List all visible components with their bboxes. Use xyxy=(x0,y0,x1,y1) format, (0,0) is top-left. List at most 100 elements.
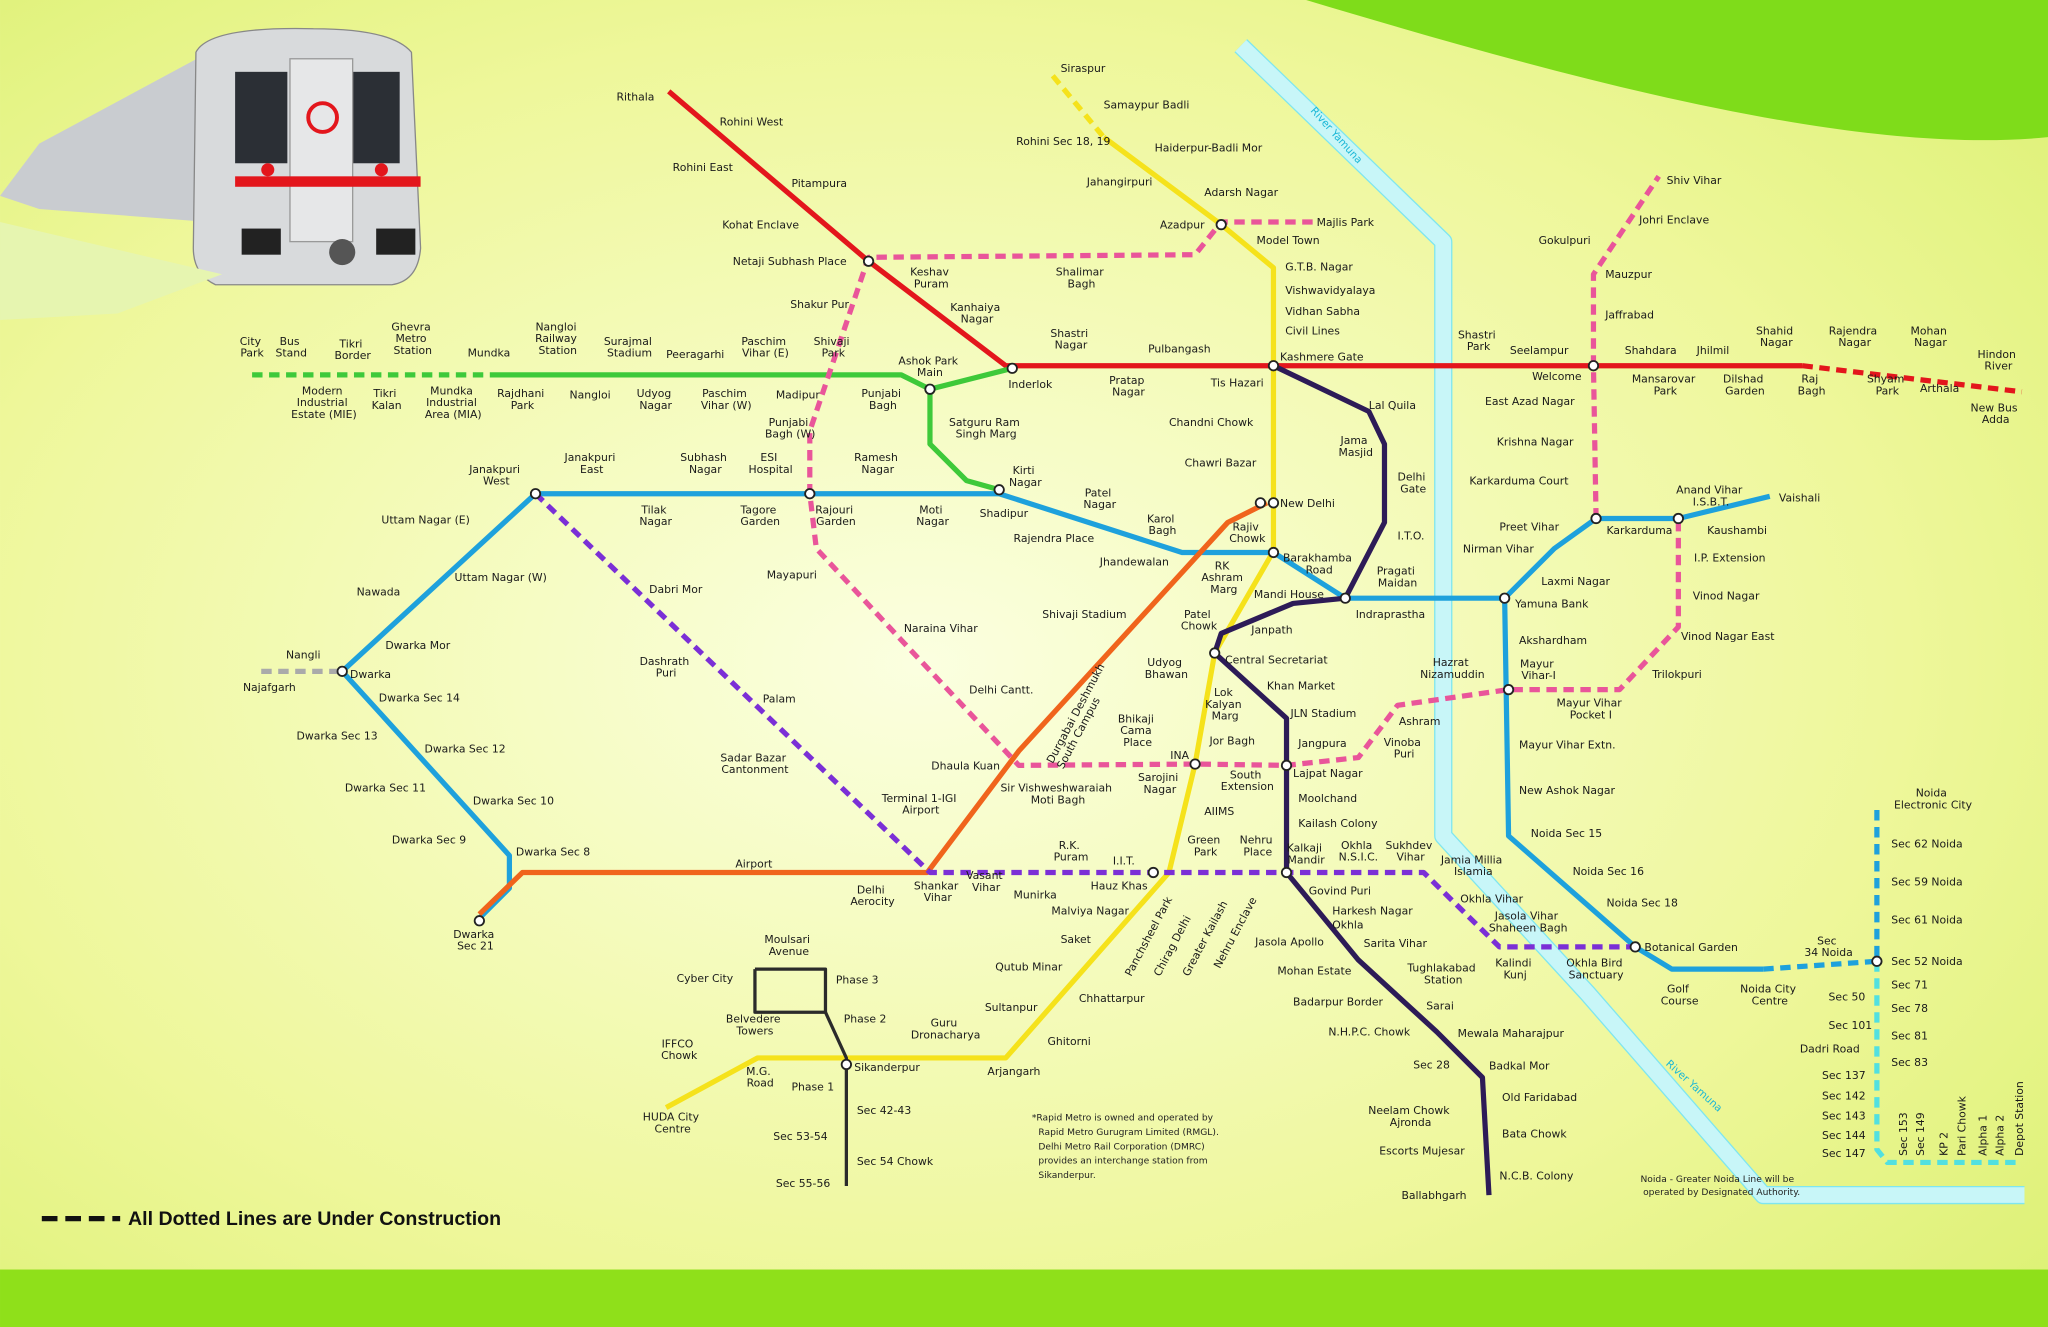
station-label[interactable]: Okhla Bird Sanctuary xyxy=(1566,957,1626,982)
station-label[interactable]: Dwarka Sec 9 xyxy=(392,834,466,847)
station-label[interactable]: Lok Kalyan Marg xyxy=(1205,686,1245,723)
interchange-station-marker[interactable] xyxy=(1147,866,1159,879)
station-label[interactable]: Sec 153 xyxy=(1897,1112,1910,1156)
station-label[interactable]: Arthala xyxy=(1920,382,1959,395)
station-label[interactable]: Lajpat Nagar xyxy=(1293,767,1363,780)
station-label[interactable]: Dashrath Puri xyxy=(640,655,693,680)
station-label[interactable]: Model Town xyxy=(1256,234,1319,247)
station-label[interactable]: Shastri Nagar xyxy=(1050,327,1091,352)
station-label[interactable]: R.K. Puram xyxy=(1054,839,1089,864)
station-label[interactable]: Sec 137 xyxy=(1822,1069,1866,1082)
interchange-station-marker[interactable] xyxy=(804,488,816,500)
station-label[interactable]: Sarai xyxy=(1426,1000,1454,1013)
station-label[interactable]: Paschim Vihar (W) xyxy=(701,387,752,412)
station-label[interactable]: Delhi Cantt. xyxy=(969,684,1033,697)
interchange-station-marker[interactable] xyxy=(1267,546,1280,559)
station-label[interactable]: Samaypur Badli xyxy=(1104,98,1190,111)
station-label[interactable]: JLN Stadium xyxy=(1289,707,1356,720)
station-label[interactable]: Haiderpur-Badli Mor xyxy=(1155,142,1263,155)
station-label[interactable]: Mayur Vihar Extn. xyxy=(1519,738,1616,751)
station-label[interactable]: Sec 81 xyxy=(1891,1030,1928,1043)
station-label[interactable]: Tis Hazari xyxy=(1210,377,1264,390)
station-label[interactable]: Jhandewalan xyxy=(1099,556,1169,569)
station-label[interactable]: Rajiv Chowk xyxy=(1229,520,1266,545)
station-label[interactable]: Karkarduma Court xyxy=(1469,475,1568,488)
station-label[interactable]: Peeragarhi xyxy=(666,348,724,361)
interchange-station-marker[interactable] xyxy=(1215,219,1227,231)
station-label[interactable]: Jasola Vihar Shaheen Bagh xyxy=(1489,909,1568,934)
station-label[interactable]: Karkarduma xyxy=(1607,524,1673,537)
interchange-station-marker[interactable] xyxy=(840,1058,852,1071)
station-label[interactable]: Dwarka Sec 8 xyxy=(516,845,590,858)
station-label[interactable]: Kashmere Gate xyxy=(1280,350,1364,363)
station-label[interactable]: KP 2 xyxy=(1937,1132,1950,1156)
station-label[interactable]: Shahid Nagar xyxy=(1756,324,1797,349)
station-label[interactable]: Ramesh Nagar xyxy=(854,451,901,476)
station-label[interactable]: Bata Chowk xyxy=(1502,1128,1567,1141)
station-label[interactable]: Dhaula Kuan xyxy=(931,759,1000,772)
station-label[interactable]: Kailash Colony xyxy=(1298,817,1378,830)
station-label[interactable]: Cyber City xyxy=(677,972,734,985)
station-label[interactable]: Shadipur xyxy=(980,507,1029,520)
station-label[interactable]: N.C.B. Colony xyxy=(1499,1169,1574,1182)
station-label[interactable]: Mundka Industrial Area (MIA) xyxy=(425,384,482,421)
station-label[interactable]: Belvedere Towers xyxy=(726,1013,784,1038)
station-label[interactable]: Pratap Nagar xyxy=(1109,374,1148,399)
station-label[interactable]: Nehru Place xyxy=(1240,834,1276,859)
station-label[interactable]: RK Ashram Marg xyxy=(1201,559,1246,596)
station-label[interactable]: Uttam Nagar (E) xyxy=(381,514,469,527)
station-label[interactable]: Terminal 1-IGI Airport xyxy=(881,792,960,817)
station-label[interactable]: Rajouri Garden xyxy=(815,503,856,528)
station-label[interactable]: Mandi House xyxy=(1254,588,1324,601)
station-label[interactable]: Govind Puri xyxy=(1309,885,1371,898)
station-label[interactable]: Tikri Border xyxy=(335,337,372,362)
station-label[interactable]: Vasant Vihar xyxy=(966,869,1006,894)
interchange-station-marker[interactable] xyxy=(1189,758,1201,770)
station-label[interactable]: Siraspur xyxy=(1061,62,1106,75)
station-label[interactable]: Dwarka Sec 12 xyxy=(424,742,505,755)
station-label[interactable]: South Extension xyxy=(1221,768,1274,793)
station-label[interactable]: Tughlakabad Station xyxy=(1406,962,1479,987)
station-label[interactable]: Rohini Sec 18, 19 xyxy=(1016,135,1110,148)
station-label[interactable]: Mewala Maharajpur xyxy=(1458,1027,1565,1040)
station-label[interactable]: Dwarka xyxy=(350,668,391,681)
station-label[interactable]: Anand Vihar I.S.B.T. xyxy=(1676,484,1746,509)
station-label[interactable]: Shyam Park xyxy=(1867,373,1908,398)
interchange-station-marker[interactable] xyxy=(1672,512,1684,525)
station-label[interactable]: Sec 101 xyxy=(1829,1019,1873,1032)
station-label[interactable]: Delhi Gate xyxy=(1398,471,1429,496)
station-label[interactable]: Chhattarpur xyxy=(1079,992,1145,1005)
station-label[interactable]: Rohini West xyxy=(720,115,783,128)
station-label[interactable]: Shivaji Park xyxy=(814,335,853,360)
interchange-station-marker[interactable] xyxy=(1339,592,1351,604)
station-label[interactable]: Satguru Ram Singh Marg xyxy=(949,416,1023,441)
station-label[interactable]: Dabri Mor xyxy=(649,583,703,596)
station-label[interactable]: Sukhdev Vihar xyxy=(1385,839,1435,864)
station-label[interactable]: Barakhamba Road xyxy=(1283,552,1355,577)
station-label[interactable]: Mundka xyxy=(468,347,511,360)
station-label[interactable]: Sir Vishweshwaraiah Moti Bagh xyxy=(1000,781,1115,806)
station-label[interactable]: Udyog Nagar xyxy=(637,387,675,412)
station-label[interactable]: Vaishali xyxy=(1779,492,1820,505)
station-label[interactable]: I.T.O. xyxy=(1398,529,1425,542)
station-label[interactable]: Sikanderpur xyxy=(854,1061,920,1074)
station-label[interactable]: Golf Course xyxy=(1661,983,1699,1008)
station-label[interactable]: Okhla Vihar xyxy=(1460,893,1523,906)
station-label[interactable]: Dadri Road xyxy=(1800,1043,1860,1056)
interchange-station-marker[interactable] xyxy=(1629,941,1641,953)
station-label[interactable]: Sec 54 Chowk xyxy=(857,1155,934,1168)
station-label[interactable]: IFFCO Chowk xyxy=(661,1037,698,1062)
station-label[interactable]: Phase 3 xyxy=(836,973,879,986)
station-label[interactable]: Sec 34 Noida xyxy=(1804,934,1852,959)
station-label[interactable]: Nawada xyxy=(357,586,401,599)
interchange-station-marker[interactable] xyxy=(862,255,875,267)
station-label[interactable]: Vinod Nagar xyxy=(1693,590,1760,603)
station-label[interactable]: Hindon River xyxy=(1977,348,2019,373)
interchange-station-marker[interactable] xyxy=(1587,360,1600,372)
station-label[interactable]: Okhla N.S.I.C. xyxy=(1339,839,1379,864)
station-label[interactable]: Pulbangash xyxy=(1148,343,1211,356)
station-label[interactable]: Jahangirpuri xyxy=(1086,175,1153,188)
interchange-station-marker[interactable] xyxy=(1280,866,1293,879)
station-label[interactable]: Ashok Park Main xyxy=(898,354,961,379)
station-label[interactable]: Sarita Vihar xyxy=(1364,937,1428,950)
